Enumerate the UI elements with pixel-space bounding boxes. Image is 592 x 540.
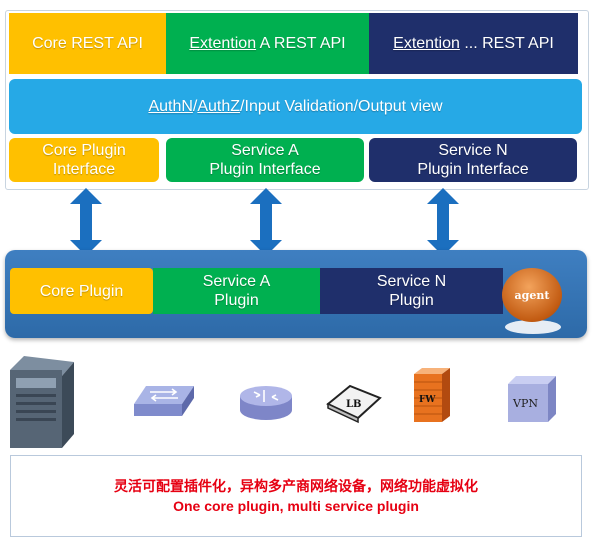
vpn-icon: VPN	[508, 376, 556, 422]
firewall-icon: FW	[414, 368, 450, 422]
extension-a-name: Extention	[189, 35, 257, 52]
lb-label: LB	[346, 399, 361, 410]
auth-validation-label: AuthN/AuthZ/Input Validation/Output view	[148, 97, 442, 116]
server-icon	[10, 356, 74, 448]
extension-a-rest: A REST API	[256, 35, 346, 52]
footer-caption: 灵活可配置插件化，异构多产商网络设备，网络功能虚拟化 One core plug…	[10, 455, 582, 537]
router-icon	[240, 386, 292, 420]
service-a-plugin-line2: Plugin	[214, 292, 259, 309]
service-a-plugin-box: Service A Plugin	[153, 268, 320, 314]
service-n-plugin-interface-line1: Service N	[438, 142, 508, 159]
core-double-arrow	[70, 188, 102, 256]
extension-a-rest-api-label: Extention A REST API	[189, 34, 345, 53]
core-plugin-interface-line1: Core Plugin	[42, 142, 126, 159]
auth-rest-text: /Input Validation/Output view	[240, 98, 443, 115]
load-balancer-icon: LB	[326, 384, 382, 424]
service-n-plugin-line2: Plugin	[389, 292, 434, 309]
service-n-plugin-box: Service N Plugin	[320, 268, 503, 314]
extension-a-rest-api-box: Extention A REST API	[166, 13, 369, 74]
auth-sep: /	[192, 98, 198, 115]
service-n-plugin-line1: Service N	[376, 273, 447, 290]
core-plugin-interface-box: Core Plugin Interface	[9, 138, 159, 182]
extension-n-rest-api-label: Extention ... REST API	[393, 34, 554, 53]
extension-n-rest: ... REST API	[459, 35, 554, 52]
service-a-plugin-interface-box: Service A Plugin Interface	[166, 138, 364, 182]
vpn-label: VPN	[512, 397, 538, 410]
extension-n-rest-api-box: Extention ... REST API	[369, 13, 578, 74]
footer-line-chinese: 灵活可配置插件化，异构多产商网络设备，网络功能虚拟化	[114, 478, 478, 494]
auth-validation-bar: AuthN/AuthZ/Input Validation/Output view	[9, 79, 582, 134]
service-n-plugin-interface-box: Service N Plugin Interface	[369, 138, 577, 182]
service-a-plugin-interface-line1: Service A	[231, 142, 299, 159]
agent-base	[505, 320, 561, 334]
service-a-plugin-line1: Service A	[202, 273, 271, 290]
core-plugin-interface-line2: Interface	[52, 161, 116, 178]
switch-icon	[134, 386, 194, 416]
service-a-double-arrow	[250, 188, 282, 256]
agent-sphere: agent	[502, 268, 562, 322]
service-n-plugin-interface-line2: Plugin Interface	[417, 161, 529, 178]
extension-n-name: Extention	[393, 35, 460, 52]
authn-text: AuthN	[148, 98, 193, 115]
authz-text: AuthZ	[197, 98, 241, 115]
service-n-double-arrow	[427, 188, 459, 256]
core-rest-api-label: Core REST API	[32, 35, 143, 52]
core-plugin-label: Core Plugin	[39, 282, 124, 300]
footer-line-english: One core plugin, multi service plugin	[173, 498, 419, 514]
fw-label: FW	[419, 395, 436, 405]
agent-label: agent	[514, 288, 550, 302]
core-plugin-box: Core Plugin	[10, 268, 153, 314]
service-a-plugin-interface-line2: Plugin Interface	[209, 161, 321, 178]
core-rest-api-box: Core REST API	[9, 13, 166, 74]
